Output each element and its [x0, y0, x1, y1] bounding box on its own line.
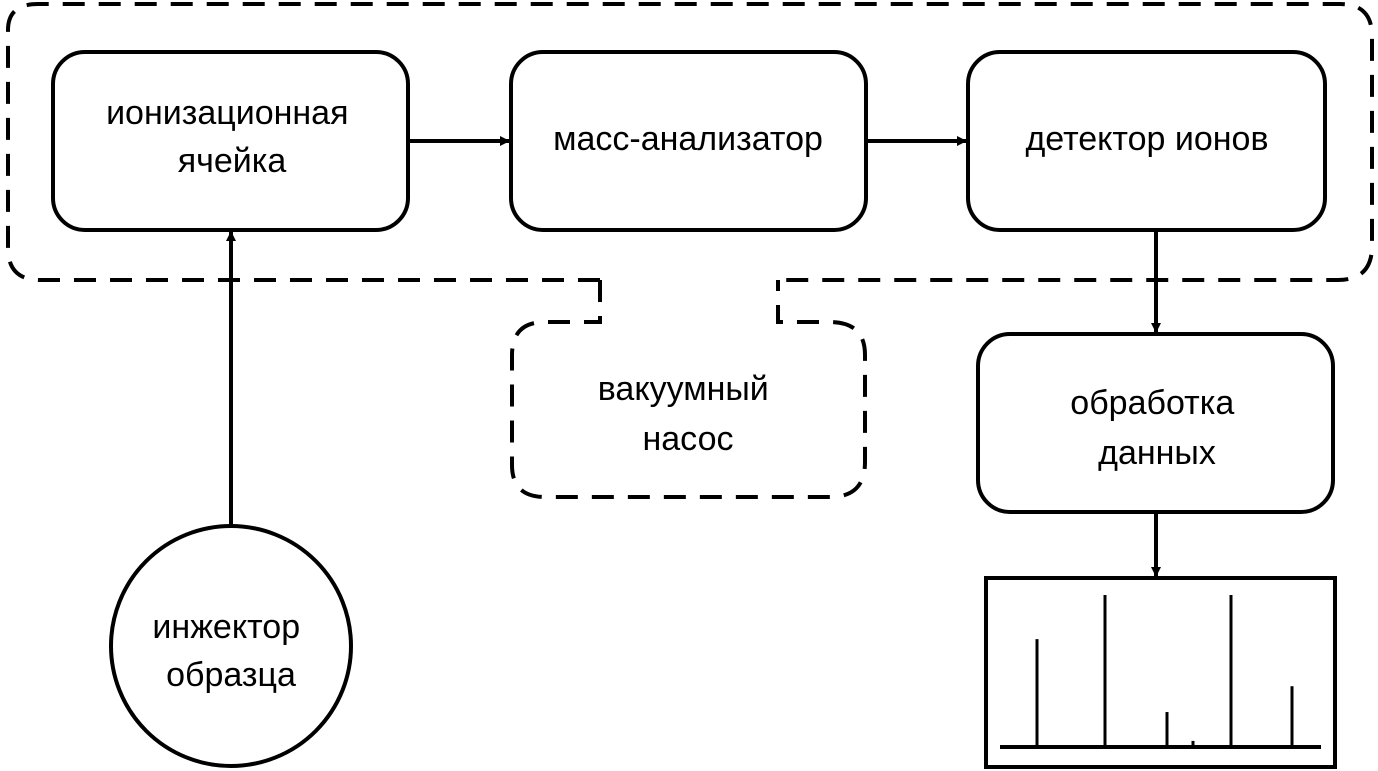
- ion-detector-label: детектор ионов: [1025, 120, 1268, 158]
- ion-detector-box: [966, 50, 1327, 232]
- ionization-cell-box: [51, 50, 410, 232]
- vacuum-enclosure: [6, 2, 1374, 282]
- vacuum-pump-label: вакуумный насос: [598, 370, 779, 458]
- spectrum-peaks: [1035, 595, 1294, 747]
- spectrum-frame: [984, 576, 1337, 769]
- mass-analyzer-label: масс-анализатор: [553, 120, 823, 158]
- sample-injector-circle: [109, 524, 353, 768]
- ionization-cell-label: ионизационная ячейка: [106, 94, 358, 180]
- sample-injector-label: инжектор образца: [152, 608, 309, 694]
- mass-spectrum-output: [984, 576, 1337, 769]
- data-processing-label: обработка данных: [1070, 384, 1243, 472]
- vacuum-pump-box: [510, 280, 867, 499]
- data-processing-box: [976, 332, 1335, 514]
